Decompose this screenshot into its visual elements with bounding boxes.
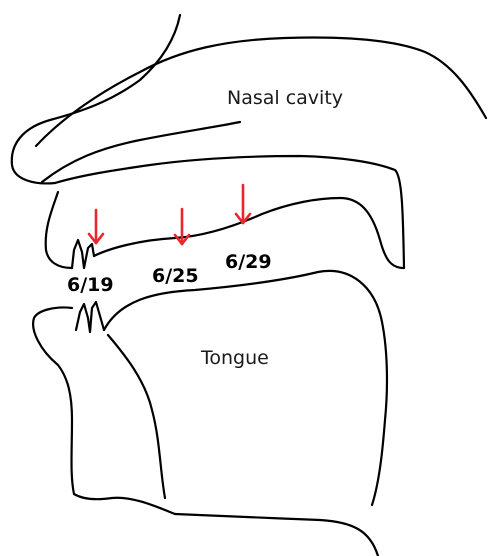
- nasal-cavity-label: Nasal cavity: [227, 87, 343, 109]
- arrow-marker-2: [175, 209, 189, 244]
- date-label-1: 6/19: [67, 274, 114, 296]
- tongue-label: Tongue: [200, 347, 269, 369]
- inner-jaw-line: [108, 335, 165, 498]
- date-label-3: 6/29: [225, 251, 272, 273]
- tongue-outline: [104, 271, 387, 505]
- arrow-marker-3: [236, 185, 250, 223]
- upper-lip-outline: [46, 192, 72, 268]
- face-profile-outline: [12, 15, 180, 183]
- date-label-2: 6/25: [152, 265, 199, 287]
- nasal-inner-edge: [42, 122, 240, 182]
- lower-lip-outline: [33, 307, 175, 514]
- lower-incisors: [76, 302, 104, 332]
- neck-outline: [175, 514, 378, 556]
- arrow-marker-1: [89, 210, 103, 243]
- upper-incisor: [72, 240, 94, 268]
